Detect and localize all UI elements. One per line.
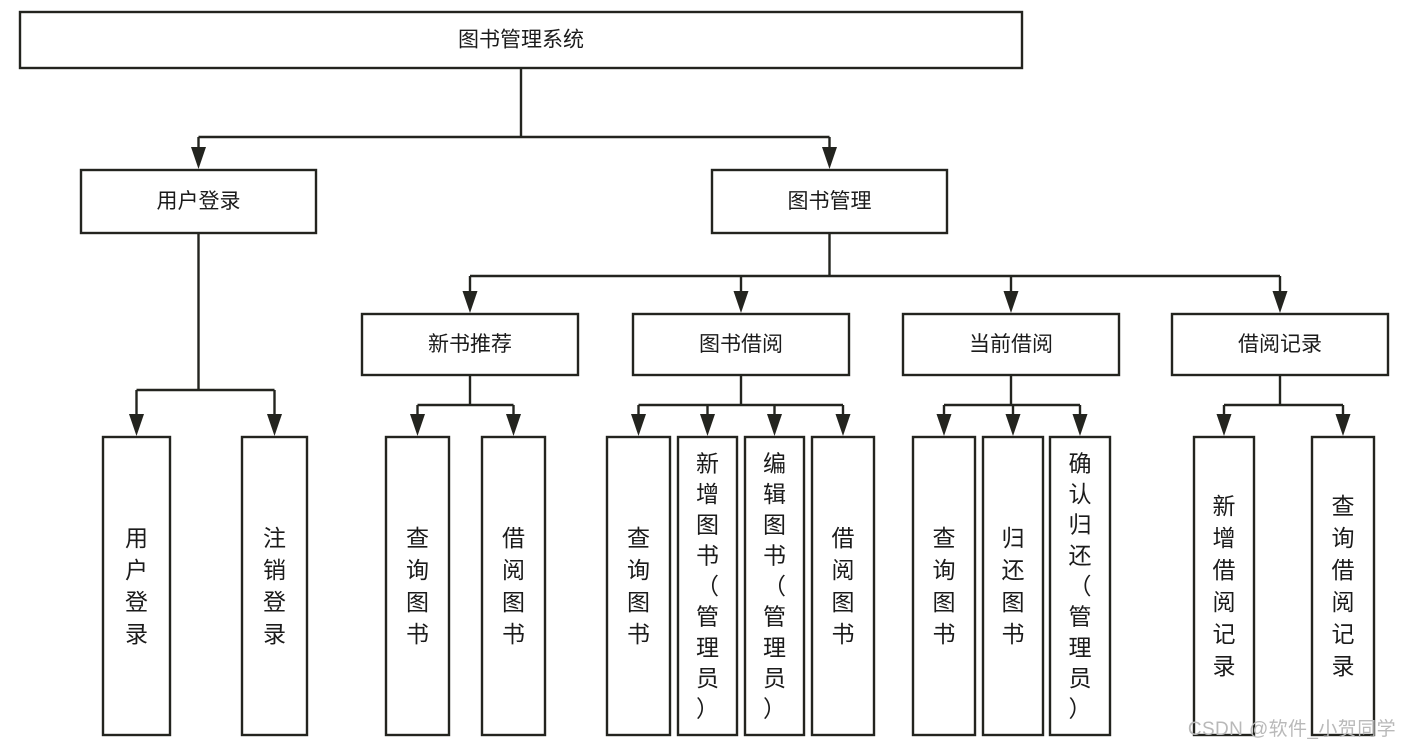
- node-box-newbook-query[interactable]: [384, 435, 451, 737]
- node-label-root: 图书管理系统: [458, 29, 584, 52]
- connector-group-root: [191, 68, 837, 169]
- arrow-head-icon: [506, 414, 521, 436]
- node-box-login-logout[interactable]: [240, 435, 309, 737]
- connector-group-current: [936, 375, 1088, 436]
- node-current-query[interactable]: 查询图书: [911, 435, 977, 737]
- arrow-head-icon: [1072, 414, 1088, 436]
- node-box-login[interactable]: [79, 168, 318, 235]
- node-box-borrow[interactable]: [631, 312, 851, 377]
- node-label-current-query: 查询图书: [933, 525, 956, 647]
- connector-group-bookmgmt: [462, 233, 1288, 313]
- node-label-records-query: 查询借阅记录: [1332, 493, 1355, 679]
- node-box-borrow-query[interactable]: [605, 435, 672, 737]
- node-newbook-query[interactable]: 查询图书: [384, 435, 451, 737]
- node-current-return[interactable]: 归还图书: [981, 435, 1045, 737]
- node-label-newbook: 新书推荐: [428, 333, 512, 356]
- node-label-current: 当前借阅: [969, 333, 1053, 356]
- node-newbook-borrow[interactable]: 借阅图书: [480, 435, 547, 737]
- node-records-query[interactable]: 查询借阅记录: [1310, 435, 1376, 737]
- node-current-confirm[interactable]: 确认归还（管理员）: [1048, 435, 1112, 737]
- node-label-current-return: 归还图书: [1002, 525, 1025, 647]
- node-box-current[interactable]: [901, 312, 1121, 377]
- node-box-borrow-edit[interactable]: [743, 435, 806, 737]
- arrow-head-icon: [822, 147, 837, 169]
- arrow-head-icon: [462, 291, 478, 313]
- node-box-current-return[interactable]: [981, 435, 1045, 737]
- node-label-borrow-add: 新增图书（管理员）: [696, 450, 719, 721]
- node-box-current-confirm[interactable]: [1048, 435, 1112, 737]
- node-newbook[interactable]: 新书推荐: [360, 312, 580, 377]
- arrow-head-icon: [267, 414, 282, 436]
- node-label-borrow-do: 借阅图书: [832, 525, 855, 647]
- node-label-newbook-query: 查询图书: [406, 525, 429, 647]
- arrow-head-icon: [700, 414, 715, 436]
- node-borrow-add[interactable]: 新增图书（管理员）: [676, 435, 739, 737]
- connector-layer: [129, 68, 1351, 436]
- node-label-records-add: 新增借阅记录: [1213, 493, 1236, 679]
- node-box-records-add[interactable]: [1192, 435, 1256, 737]
- arrow-head-icon: [1003, 291, 1019, 313]
- node-label-borrow-query: 查询图书: [627, 525, 650, 647]
- node-current[interactable]: 当前借阅: [901, 312, 1121, 377]
- connector-group-login: [129, 233, 282, 436]
- node-borrow-edit[interactable]: 编辑图书（管理员）: [743, 435, 806, 737]
- node-borrow-do[interactable]: 借阅图书: [810, 435, 876, 737]
- arrow-head-icon: [767, 414, 782, 436]
- arrow-head-icon: [733, 291, 749, 313]
- node-box-newbook[interactable]: [360, 312, 580, 377]
- arrow-head-icon: [191, 147, 206, 169]
- node-label-newbook-borrow: 借阅图书: [502, 525, 525, 647]
- node-root[interactable]: 图书管理系统: [18, 10, 1024, 70]
- node-label-borrow-edit: 编辑图书（管理员）: [763, 450, 786, 721]
- arrow-head-icon: [936, 414, 952, 436]
- node-label-records: 借阅记录: [1238, 333, 1322, 356]
- node-label-login: 用户登录: [157, 190, 241, 213]
- node-records[interactable]: 借阅记录: [1170, 312, 1390, 377]
- node-label-bookmgmt: 图书管理: [788, 190, 872, 213]
- node-label-current-confirm: 确认归还（管理员）: [1069, 450, 1092, 721]
- arrow-head-icon: [129, 414, 144, 436]
- node-borrow-query[interactable]: 查询图书: [605, 435, 672, 737]
- arrow-head-icon: [1216, 414, 1232, 436]
- node-layer: 图书管理系统用户登录图书管理用户登录注销登录新书推荐图书借阅当前借阅借阅记录查询…: [18, 10, 1390, 737]
- node-login-user[interactable]: 用户登录: [101, 435, 172, 737]
- node-box-records-query[interactable]: [1310, 435, 1376, 737]
- arrow-head-icon: [631, 414, 646, 436]
- node-box-borrow-add[interactable]: [676, 435, 739, 737]
- arrow-head-icon: [835, 414, 851, 436]
- arrow-head-icon: [1272, 291, 1288, 313]
- node-label-borrow: 图书借阅: [699, 333, 783, 356]
- node-box-records[interactable]: [1170, 312, 1390, 377]
- node-box-borrow-do[interactable]: [810, 435, 876, 737]
- node-box-newbook-borrow[interactable]: [480, 435, 547, 737]
- connector-group-newbook: [410, 375, 521, 436]
- arrow-head-icon: [1335, 414, 1351, 436]
- node-box-login-user[interactable]: [101, 435, 172, 737]
- node-label-login-user: 用户登录: [125, 525, 148, 647]
- connector-group-borrow: [631, 375, 851, 436]
- connector-group-records: [1216, 375, 1351, 436]
- arrow-head-icon: [1005, 414, 1021, 436]
- arrow-head-icon: [410, 414, 425, 436]
- node-login[interactable]: 用户登录: [79, 168, 318, 235]
- node-box-bookmgmt[interactable]: [710, 168, 949, 235]
- node-borrow[interactable]: 图书借阅: [631, 312, 851, 377]
- node-label-login-logout: 注销登录: [263, 525, 286, 647]
- node-login-logout[interactable]: 注销登录: [240, 435, 309, 737]
- node-box-root[interactable]: [18, 10, 1024, 70]
- node-records-add[interactable]: 新增借阅记录: [1192, 435, 1256, 737]
- node-bookmgmt[interactable]: 图书管理: [710, 168, 949, 235]
- node-box-current-query[interactable]: [911, 435, 977, 737]
